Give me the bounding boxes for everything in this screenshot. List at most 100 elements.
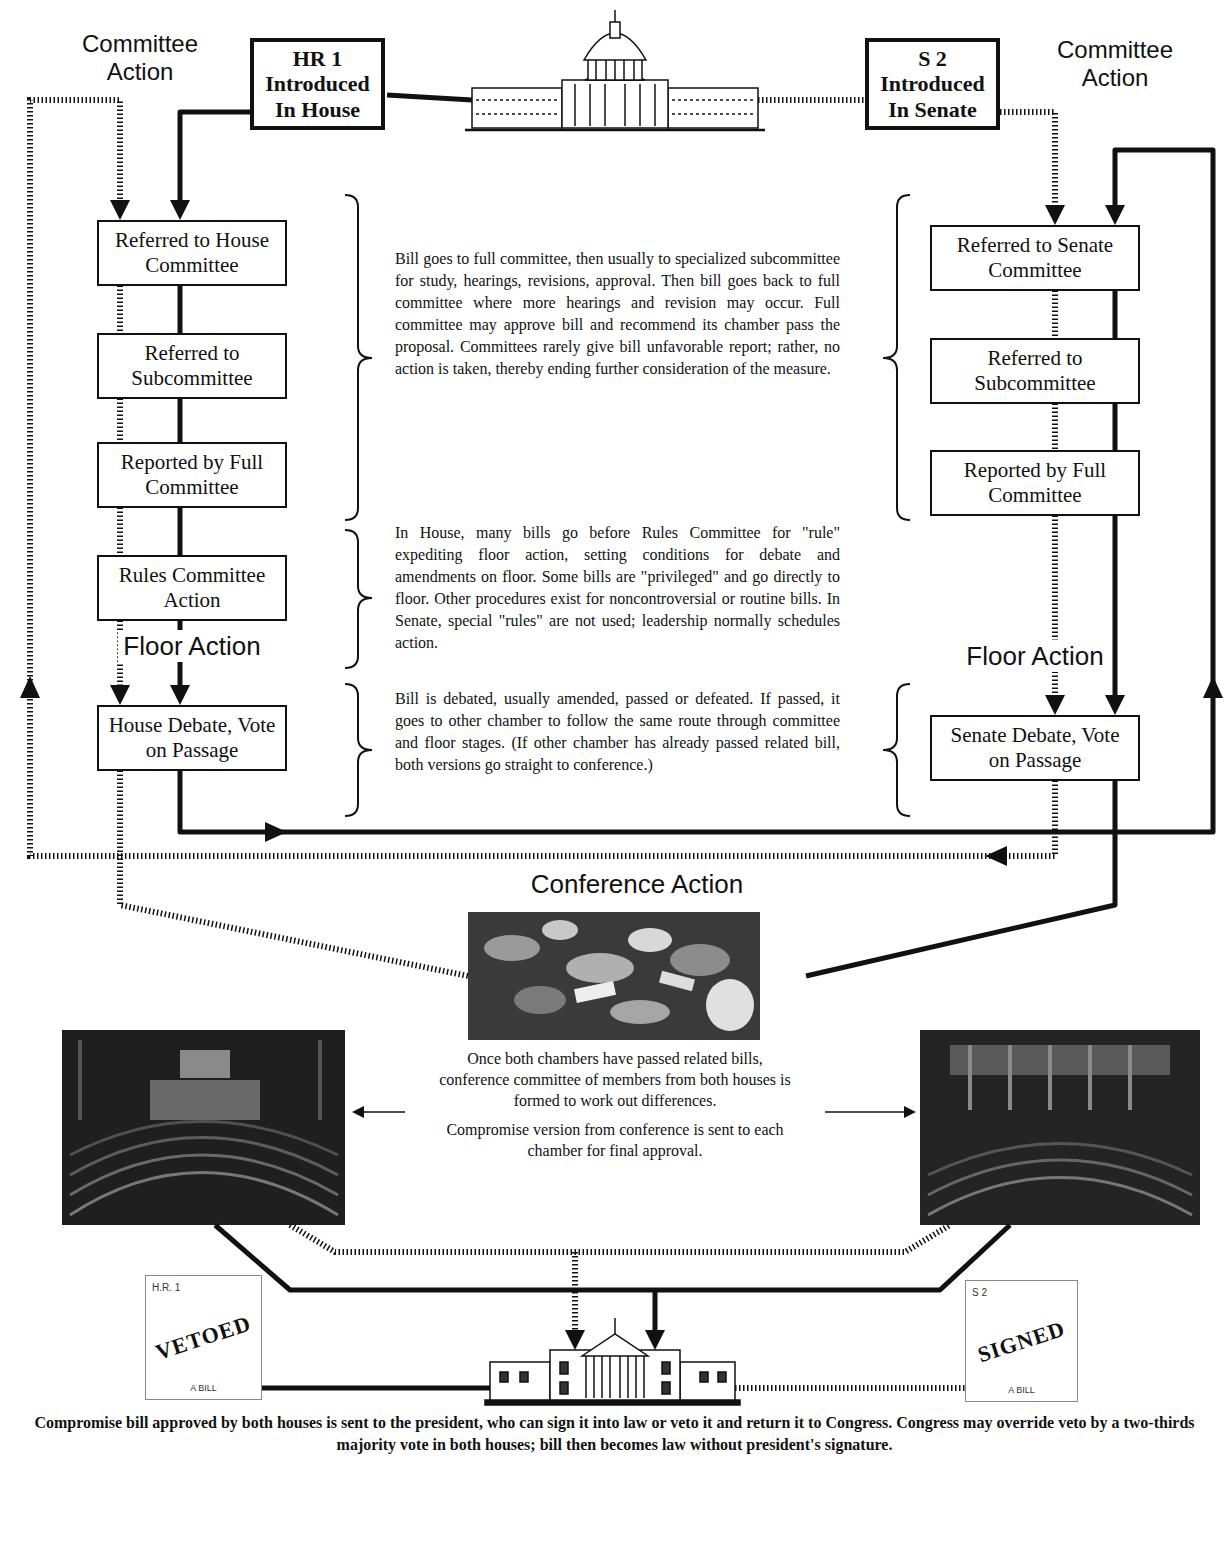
senate-chamber-photo [968,1045,972,1110]
flow-arrow [180,150,1213,832]
route-line [758,97,865,103]
capitol-illustration [588,58,642,80]
process-box: House Debate, Vote on Passage [97,705,287,771]
flow-line [178,508,183,555]
house-chamber-photo [318,1040,322,1120]
process-box: Referred to Senate Committee [930,225,1140,291]
senate-chamber-photo [1088,1045,1092,1110]
capitol-illustration [610,22,620,38]
bill-document: H.R. 1VETOEDA BILL [145,1275,262,1400]
white-house-illustration [609,1356,611,1398]
route-line [262,1386,490,1391]
stage-heading-box: Floor Action [955,640,1115,672]
capitol-illustration [639,84,641,126]
document-text: A BILL [152,1383,255,1393]
capitol-illustration [672,99,754,101]
flow-line [1113,291,1118,338]
white-house-illustration [550,1350,680,1402]
capitol-illustration [624,84,626,126]
bracket [345,684,372,816]
process-box: Referred to Subcommittee [930,338,1140,404]
conference-photo [484,935,540,961]
process-box: Reported by Full Committee [930,450,1140,516]
box-label: Rules Committee Action [105,563,279,613]
capitol-illustration [465,129,765,132]
stage-heading: Floor Action [961,640,1108,672]
route-line [290,1225,950,1252]
process-box: Referred to Subcommittee [97,333,287,399]
conference-photo [659,971,695,991]
box-label: Referred to House Committee [105,228,279,278]
explanation-text: Bill goes to full committee, then usuall… [395,248,840,380]
box-label: Reported by Full Committee [105,450,279,500]
route-line [387,95,472,100]
document-text: VETOED [151,1310,257,1367]
white-house-illustration [619,1356,621,1398]
white-house-illustration [520,1372,528,1382]
route-line [735,1385,965,1391]
explanation-text: Bill is debated, usually amended, passed… [395,688,840,776]
process-box: Rules Committee Action [97,555,287,621]
senate-chamber-photo [928,1178,1192,1216]
explanation-text: Compromise version from conference is se… [435,1119,795,1161]
stage-heading-box: Committee Action [60,30,220,85]
box-label: Reported by Full Committee [938,458,1132,508]
house-chamber-photo [70,1122,338,1156]
senate-chamber-photo [1128,1045,1132,1110]
conference-photo [706,979,754,1031]
capitol-illustration [633,60,635,80]
house-chamber-photo [62,1030,345,1225]
capitol-illustration [574,84,576,126]
capitol-illustration [605,60,607,80]
stage-heading: Floor Action [118,630,265,662]
route-arrowhead [20,676,1223,866]
white-house-illustration [614,1318,616,1334]
white-house-illustration [485,1400,740,1405]
capitol-illustration [604,84,606,126]
stage-heading: Committee Action [60,30,220,85]
document-text: SIGNED [970,1314,1072,1369]
start-box: HR 1 Introduced In House [250,38,385,130]
white-house-illustration [560,1362,568,1374]
house-chamber-photo [70,1155,338,1195]
white-house-illustration [700,1372,708,1382]
conference-photo [514,986,566,1014]
parallel-route [117,286,123,333]
capitol-illustration [562,80,668,128]
capitol-illustration [654,84,656,126]
route-line [215,1225,1010,1290]
bracket [883,684,910,816]
flow-arrow [180,112,250,200]
white-house-illustration [490,1362,550,1402]
box-label: Referred to Subcommittee [938,346,1132,396]
conference-photo [468,912,760,1040]
house-chamber-photo [180,1050,230,1078]
photo-frame: Conference Action [468,912,806,1040]
white-house-illustration [635,1356,637,1398]
start-box: S 2 Introduced In Senate [865,38,1000,130]
route-arrowhead [985,846,1007,866]
white-house-illustration [718,1372,726,1382]
parallel-route [1052,291,1058,338]
process-box: Senate Debate, Vote on Passage [930,715,1140,781]
flow-arrow [30,100,1055,856]
box-label: Referred to Senate Committee [938,233,1132,283]
bracket [345,195,910,816]
conference-photo [566,953,634,983]
bracket [345,195,372,520]
white-house-illustration [593,1356,595,1398]
capitol-illustration [589,84,591,126]
explanation-text: Once both chambers have passed related b… [435,1048,795,1111]
flow-arrow [1113,516,1118,695]
conference-photo [628,928,672,952]
conference-photo [542,920,578,940]
explanation-text-box: In House, many bills go before Rules Com… [395,522,840,654]
white-house-illustration [680,1362,735,1402]
flow-arrow [1000,112,1055,205]
pointer-arrow [364,1111,405,1113]
caption-box: Compromise bill approved by both houses … [15,1412,1214,1456]
capitol-illustration [668,88,758,128]
senate-chamber-photo [928,1144,1192,1176]
bracket [345,530,372,668]
